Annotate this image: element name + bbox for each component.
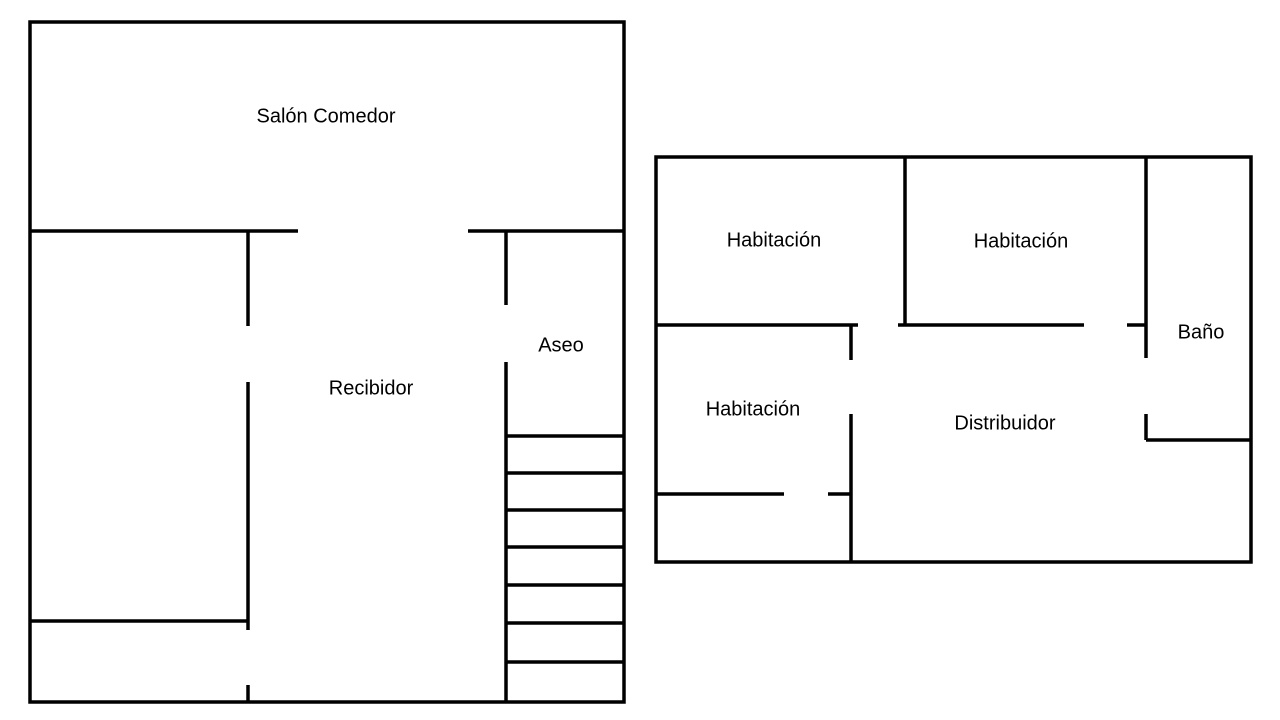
room-label-landing: Distribuidor: [954, 412, 1055, 434]
room-label-bedroom-1: Habitación: [727, 229, 822, 251]
ground-floor-outer-wall: [28, 20, 626, 704]
upper-floor-outer-wall: [654, 155, 1253, 564]
room-label-living-dining: Salón Comedor: [257, 105, 396, 127]
room-label-bedroom-3: Habitación: [706, 398, 801, 420]
ground-floor-plan: Salón Comedor Recibidor Aseo: [28, 20, 626, 704]
room-label-bedroom-2: Habitación: [974, 230, 1069, 252]
staircase: [506, 434, 624, 664]
room-label-hall: Recibidor: [329, 377, 414, 399]
room-label-toilet: Aseo: [538, 334, 584, 356]
upper-floor-plan: Habitación Habitación Baño Habitación Di…: [654, 155, 1253, 564]
room-label-bathroom: Baño: [1178, 321, 1225, 343]
